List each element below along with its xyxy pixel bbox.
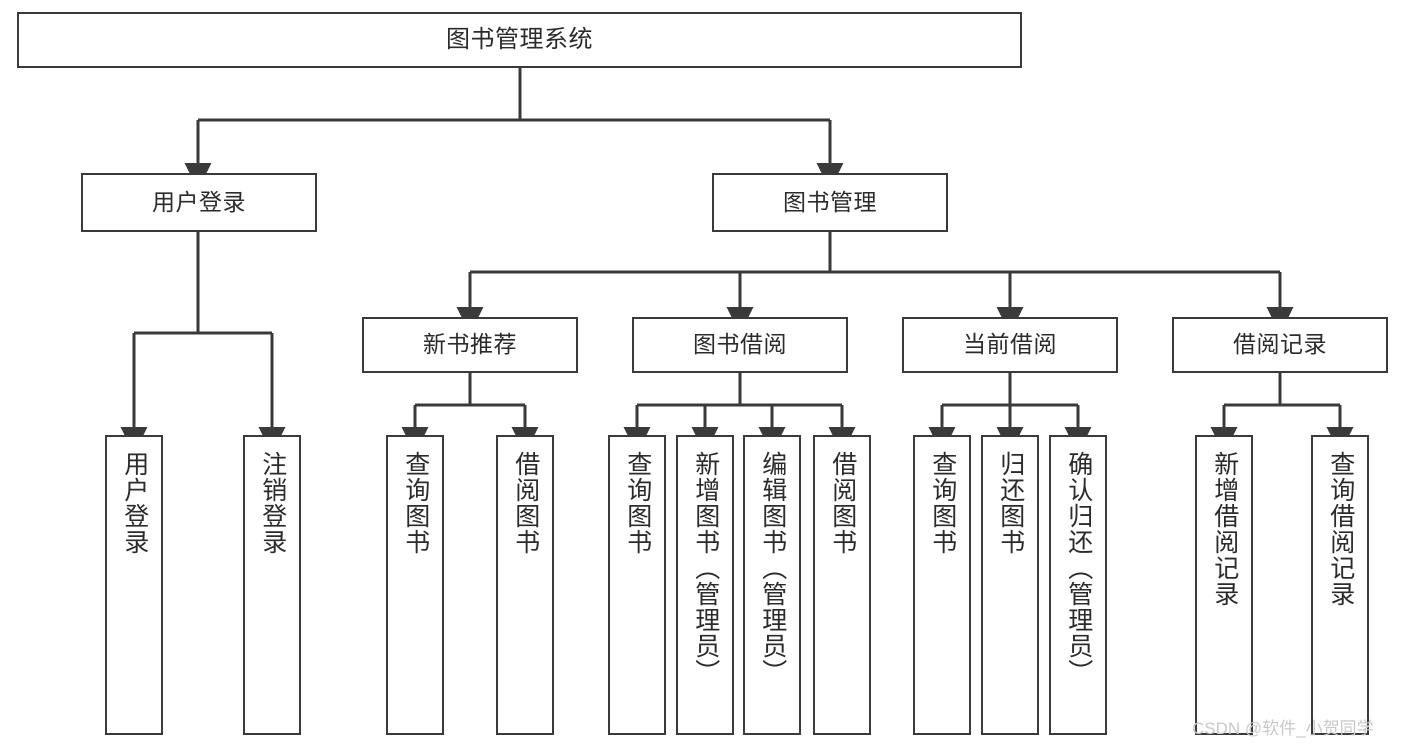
node-label: 图书管理系统 (446, 25, 593, 53)
node-label: 归还图书 (996, 451, 1025, 555)
node-label: 确认归还（管理员） (1064, 451, 1093, 685)
node-label: 注销登录 (258, 451, 287, 555)
node-borrow-record[interactable]: 借阅记录 (1172, 317, 1388, 373)
node-label: 图书借阅 (693, 331, 787, 358)
node-label: 当前借阅 (963, 331, 1057, 358)
leaf-borrow-book-add-book-admin[interactable]: 新增图书（管理员） (676, 435, 734, 735)
leaf-current-borrow-query-book[interactable]: 查询图书 (913, 435, 971, 735)
leaf-borrow-book-query-book[interactable]: 查询图书 (608, 435, 666, 735)
node-label: 查询借阅记录 (1326, 451, 1355, 607)
node-label: 编辑图书（管理员） (758, 451, 787, 685)
node-book-borrow[interactable]: 图书借阅 (632, 317, 848, 373)
leaf-borrow-book-edit-book-admin[interactable]: 编辑图书（管理员） (743, 435, 801, 735)
leaf-borrow-book-borrow-book[interactable]: 借阅图书 (813, 435, 871, 735)
node-label: 借阅图书 (828, 451, 857, 555)
node-label: 新增图书（管理员） (691, 451, 720, 685)
node-root-book-management-system[interactable]: 图书管理系统 (17, 12, 1022, 68)
node-user-login[interactable]: 用户登录 (81, 173, 317, 232)
node-label: 借阅记录 (1233, 331, 1327, 358)
node-label: 新增借阅记录 (1210, 451, 1239, 607)
csdn-watermark: CSDN @软件_小贺同学 (1192, 719, 1374, 738)
node-new-book-recommend[interactable]: 新书推荐 (362, 317, 578, 373)
node-label: 查询图书 (928, 451, 957, 555)
leaf-user-login-login[interactable]: 用户登录 (105, 435, 163, 735)
leaf-borrow-record-query-record[interactable]: 查询借阅记录 (1311, 435, 1369, 735)
node-label: 查询图书 (623, 451, 652, 555)
leaf-current-borrow-confirm-return-admin[interactable]: 确认归还（管理员） (1049, 435, 1107, 735)
node-book-management[interactable]: 图书管理 (712, 173, 948, 232)
leaf-current-borrow-return-book[interactable]: 归还图书 (981, 435, 1039, 735)
leaf-new-book-query-book[interactable]: 查询图书 (386, 435, 444, 735)
node-label: 图书管理 (783, 188, 877, 215)
leaf-borrow-record-add-record[interactable]: 新增借阅记录 (1195, 435, 1253, 735)
leaf-new-book-borrow-book[interactable]: 借阅图书 (496, 435, 554, 735)
node-label: 用户登录 (152, 188, 246, 215)
node-label: 新书推荐 (423, 331, 517, 358)
node-current-borrow[interactable]: 当前借阅 (902, 317, 1118, 373)
node-label: 查询图书 (401, 451, 430, 555)
leaf-user-login-logout[interactable]: 注销登录 (243, 435, 301, 735)
node-label: 用户登录 (120, 451, 149, 555)
node-label: 借阅图书 (511, 451, 540, 555)
